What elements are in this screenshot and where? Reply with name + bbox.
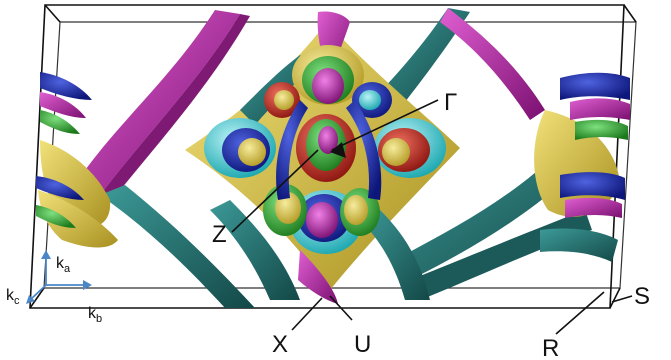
sheet-left-yellow-lower [38, 190, 118, 248]
pointer-z [231, 149, 319, 233]
pointer-s [611, 295, 633, 303]
pointer-r [555, 291, 605, 335]
axis-kb-arrow [83, 280, 92, 290]
axis-kc-label: kc [6, 287, 20, 307]
sheet-right-upper-mag [440, 8, 545, 120]
label-gamma: Γ [444, 89, 457, 116]
sheet-center-teal-left [210, 200, 300, 300]
fin-right-green [575, 119, 628, 140]
pocket-top [292, 45, 364, 105]
label-r: R [542, 335, 559, 360]
frame-edges [29, 4, 637, 309]
pointer-gamma [331, 99, 439, 151]
fin-right-teal [540, 228, 618, 262]
label-z: Z [212, 221, 227, 248]
axis-kc-line [29, 284, 47, 301]
pocket-left [204, 118, 276, 178]
axis-kb-label: kb [88, 305, 102, 325]
axis-ka-arrow [41, 250, 51, 259]
fin-right-magenta [570, 98, 630, 120]
central-sheets [185, 11, 460, 304]
axis-kc-arrow [26, 295, 35, 304]
outer-sheets [36, 8, 630, 308]
sheet-right-upper-band [382, 8, 470, 102]
axis-ka-label: ka [56, 255, 71, 275]
fin-left-green [40, 110, 80, 134]
sheet-left-upper-edge [100, 14, 250, 200]
pocket-right [374, 118, 446, 178]
pocket-gamma [296, 114, 356, 182]
sheet-left-upper-band [78, 10, 240, 195]
ribbon-center-blue [346, 100, 382, 200]
sheet-left-lower-band [100, 185, 255, 308]
pocket-lower-left [263, 184, 307, 236]
axis-triad: ka kb kc [6, 250, 102, 325]
sheet-center-teal-right [360, 210, 430, 300]
label-s: S [634, 283, 650, 310]
pointer-u [329, 295, 353, 321]
sheet-right-lower-band [395, 150, 582, 280]
label-pointers [231, 99, 633, 335]
label-x: X [272, 331, 288, 358]
pointer-x [291, 297, 323, 331]
fin-right-blue-2 [560, 172, 625, 200]
fin-left-green-2 [36, 205, 76, 228]
ribbon-center-blue-2 [276, 100, 308, 200]
pocket-upper-right [352, 82, 392, 118]
fin-right-magenta-2 [565, 197, 622, 218]
fin-right-blue [560, 72, 630, 100]
fin-left-magenta [40, 92, 86, 118]
fin-left-blue [40, 72, 92, 100]
symmetry-labels: Γ Z X U R S [212, 89, 650, 360]
label-u: U [354, 331, 371, 358]
pocket-lower-right [340, 188, 380, 236]
fin-left-blue-2 [36, 176, 84, 200]
pocket-upper-left [264, 82, 300, 118]
sheet-center-magenta-bottom [298, 250, 338, 304]
